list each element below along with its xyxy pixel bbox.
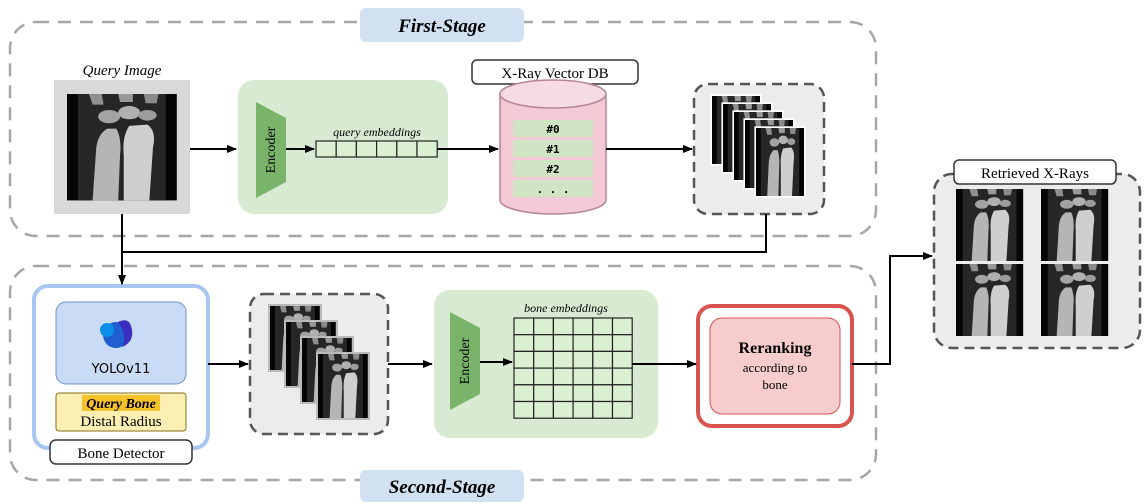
embedding-matrix-cell [572, 317, 594, 336]
embedding-matrix-cell [533, 367, 555, 386]
embedding-matrix-cell [533, 317, 555, 336]
vector-db-title: X-Ray Vector DB [501, 66, 608, 82]
query-bone-title: Query Bone [86, 397, 156, 412]
yolo-label: YOLOv11 [91, 362, 151, 377]
embedding-cell [396, 140, 418, 158]
bone-detector-label: Bone Detector [77, 446, 164, 462]
encoder-label-first: Encoder [264, 126, 279, 173]
db-row [513, 140, 593, 157]
embedding-matrix-cell [533, 400, 555, 419]
embedding-matrix-cell [611, 384, 633, 403]
yolo-logo-icon [100, 320, 133, 348]
arrow-rerank-to-retrieved [852, 252, 933, 365]
embedding-matrix-cell [572, 400, 594, 419]
embedding-matrix-cell [572, 367, 594, 386]
second-stage-label: Second-Stage [389, 477, 496, 498]
embedding-matrix-cell [592, 400, 614, 419]
embedding-matrix-cell [533, 350, 555, 369]
encoder-shape-first [256, 102, 286, 198]
db-row-label: . . . [536, 183, 569, 196]
embedding-matrix-cell [513, 334, 535, 353]
first-stage-label: First-Stage [397, 16, 486, 37]
embedding-cell [315, 140, 337, 158]
query-bone-value: Distal Radius [80, 414, 161, 430]
retrieved-xray [956, 264, 1024, 336]
query-bone-highlight [82, 395, 160, 411]
embedding-matrix-cell [552, 350, 574, 369]
connectors [118, 145, 933, 368]
second-stage-banner [360, 470, 524, 502]
cropped-bone-images [268, 304, 370, 420]
retrieved-xray [956, 189, 1024, 261]
embedding-matrix-cell [611, 367, 633, 386]
reranking-line2: bone [762, 377, 788, 392]
embedding-cell [376, 140, 398, 158]
retrieved-xray [1041, 264, 1109, 336]
candidates-return-line [122, 214, 767, 253]
embedding-matrix-cell [611, 317, 633, 336]
embedding-matrix-cell [513, 367, 535, 386]
embedding-matrix-cell [611, 400, 633, 419]
bone-embeddings-label: bone embeddings [524, 301, 608, 315]
encoder-shape-second [450, 312, 480, 410]
embedding-cell [355, 140, 378, 158]
embedding-matrix-cell [611, 334, 633, 353]
reranking-title: Reranking [739, 340, 812, 357]
embedding-cell [335, 140, 358, 158]
embedding-matrix-cell [552, 334, 574, 353]
embedding-matrix-cell [513, 400, 535, 419]
embedding-cell [416, 140, 438, 158]
embedding-matrix-cell [592, 334, 614, 353]
embedding-matrix-cell [572, 350, 594, 369]
reranking-inner [709, 317, 841, 415]
db-row-label: #0 [546, 123, 559, 136]
embedding-matrix-cell [513, 384, 535, 403]
embedding-matrix-cell [552, 384, 574, 403]
bone-detector-label-box [49, 439, 193, 465]
encoder-label-second: Encoder [458, 337, 473, 384]
first-stage-banner [360, 8, 524, 42]
query-embedding-vector [315, 140, 438, 158]
embedding-matrix-cell [513, 350, 535, 369]
db-row-label: #2 [546, 163, 559, 176]
embedding-matrix-cell [533, 384, 555, 403]
embedding-matrix-cell [572, 384, 594, 403]
embedding-matrix-cell [533, 334, 555, 353]
embedding-matrix-cell [592, 384, 614, 403]
query-embeddings-label: query embeddings [333, 125, 421, 139]
embedding-matrix-cell [611, 350, 633, 369]
embedding-matrix-cell [552, 367, 574, 386]
embedding-matrix-cell [552, 317, 574, 336]
reranking-line1: according to [743, 360, 808, 375]
embedding-matrix-cell [592, 317, 614, 336]
embedding-matrix-cell [572, 334, 594, 353]
query-image [54, 80, 190, 214]
db-row [513, 180, 593, 197]
embedding-matrix-cell [592, 367, 614, 386]
db-row-label: #1 [546, 143, 560, 156]
retrieved-xray [1041, 189, 1109, 261]
retrieved-xrays-title: Retrieved X-Rays [981, 166, 1089, 182]
embedding-matrix-cell [513, 317, 535, 336]
query-image-label: Query Image [83, 63, 162, 79]
retrieved-xrays-title-box [953, 159, 1117, 185]
vector-db-rows: #0 #1 #2 . . . [513, 120, 593, 197]
embedding-matrix-cell [552, 400, 574, 419]
bone-embedding-matrix [513, 317, 633, 419]
db-row [513, 120, 593, 137]
db-row [513, 160, 593, 177]
embedding-matrix-cell [592, 350, 614, 369]
candidate-xray-stack-first [710, 94, 806, 198]
